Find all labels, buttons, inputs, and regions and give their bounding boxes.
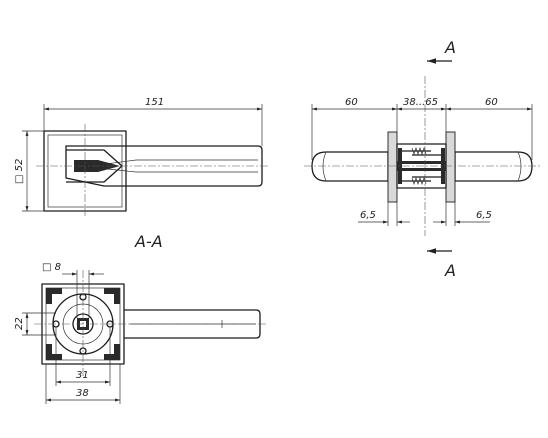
dim-label-range: 38...65 (403, 97, 438, 108)
side-view: 60 38...65 60 6,5 6,5 A A (304, 38, 540, 280)
right-lever-body (454, 151, 533, 182)
front-view: 151 □ 52 (14, 97, 268, 218)
section-corner-br (104, 344, 120, 360)
dim-label-52: □ 52 (14, 159, 25, 184)
dim-label-6-5-left: 6,5 (360, 210, 376, 221)
dim-label-22: 22 (14, 317, 25, 330)
section-corner-tr (104, 288, 120, 304)
section-view: □ 8 22 31 38 (14, 262, 268, 404)
right-lever-tip (517, 151, 522, 182)
dim-label-38: 38 (76, 388, 89, 399)
screw-head-right (441, 148, 445, 184)
section-mark-bottom: A (444, 261, 456, 280)
section-corner-tl (46, 288, 62, 304)
left-lever-tip (322, 151, 327, 182)
screw-top-left-thread (411, 146, 427, 156)
dim-label-31: 31 (76, 370, 89, 381)
dim-label-151: 151 (145, 97, 164, 108)
dim-label-square-8: □ 8 (42, 262, 61, 273)
right-rosette-plate (445, 131, 456, 203)
left-rosette-plate (387, 131, 398, 203)
lever-outline (65, 145, 263, 187)
left-lever-body (311, 151, 389, 182)
section-corner-bl (46, 344, 62, 360)
dim-label-6-5-right: 6,5 (476, 210, 492, 221)
screw-bottom-left-thread (411, 176, 427, 186)
dim-label-60-right: 60 (485, 97, 498, 108)
section-mark-top: A (444, 38, 456, 57)
section-title: A-A (134, 232, 163, 251)
dim-label-60-left: 60 (345, 97, 358, 108)
